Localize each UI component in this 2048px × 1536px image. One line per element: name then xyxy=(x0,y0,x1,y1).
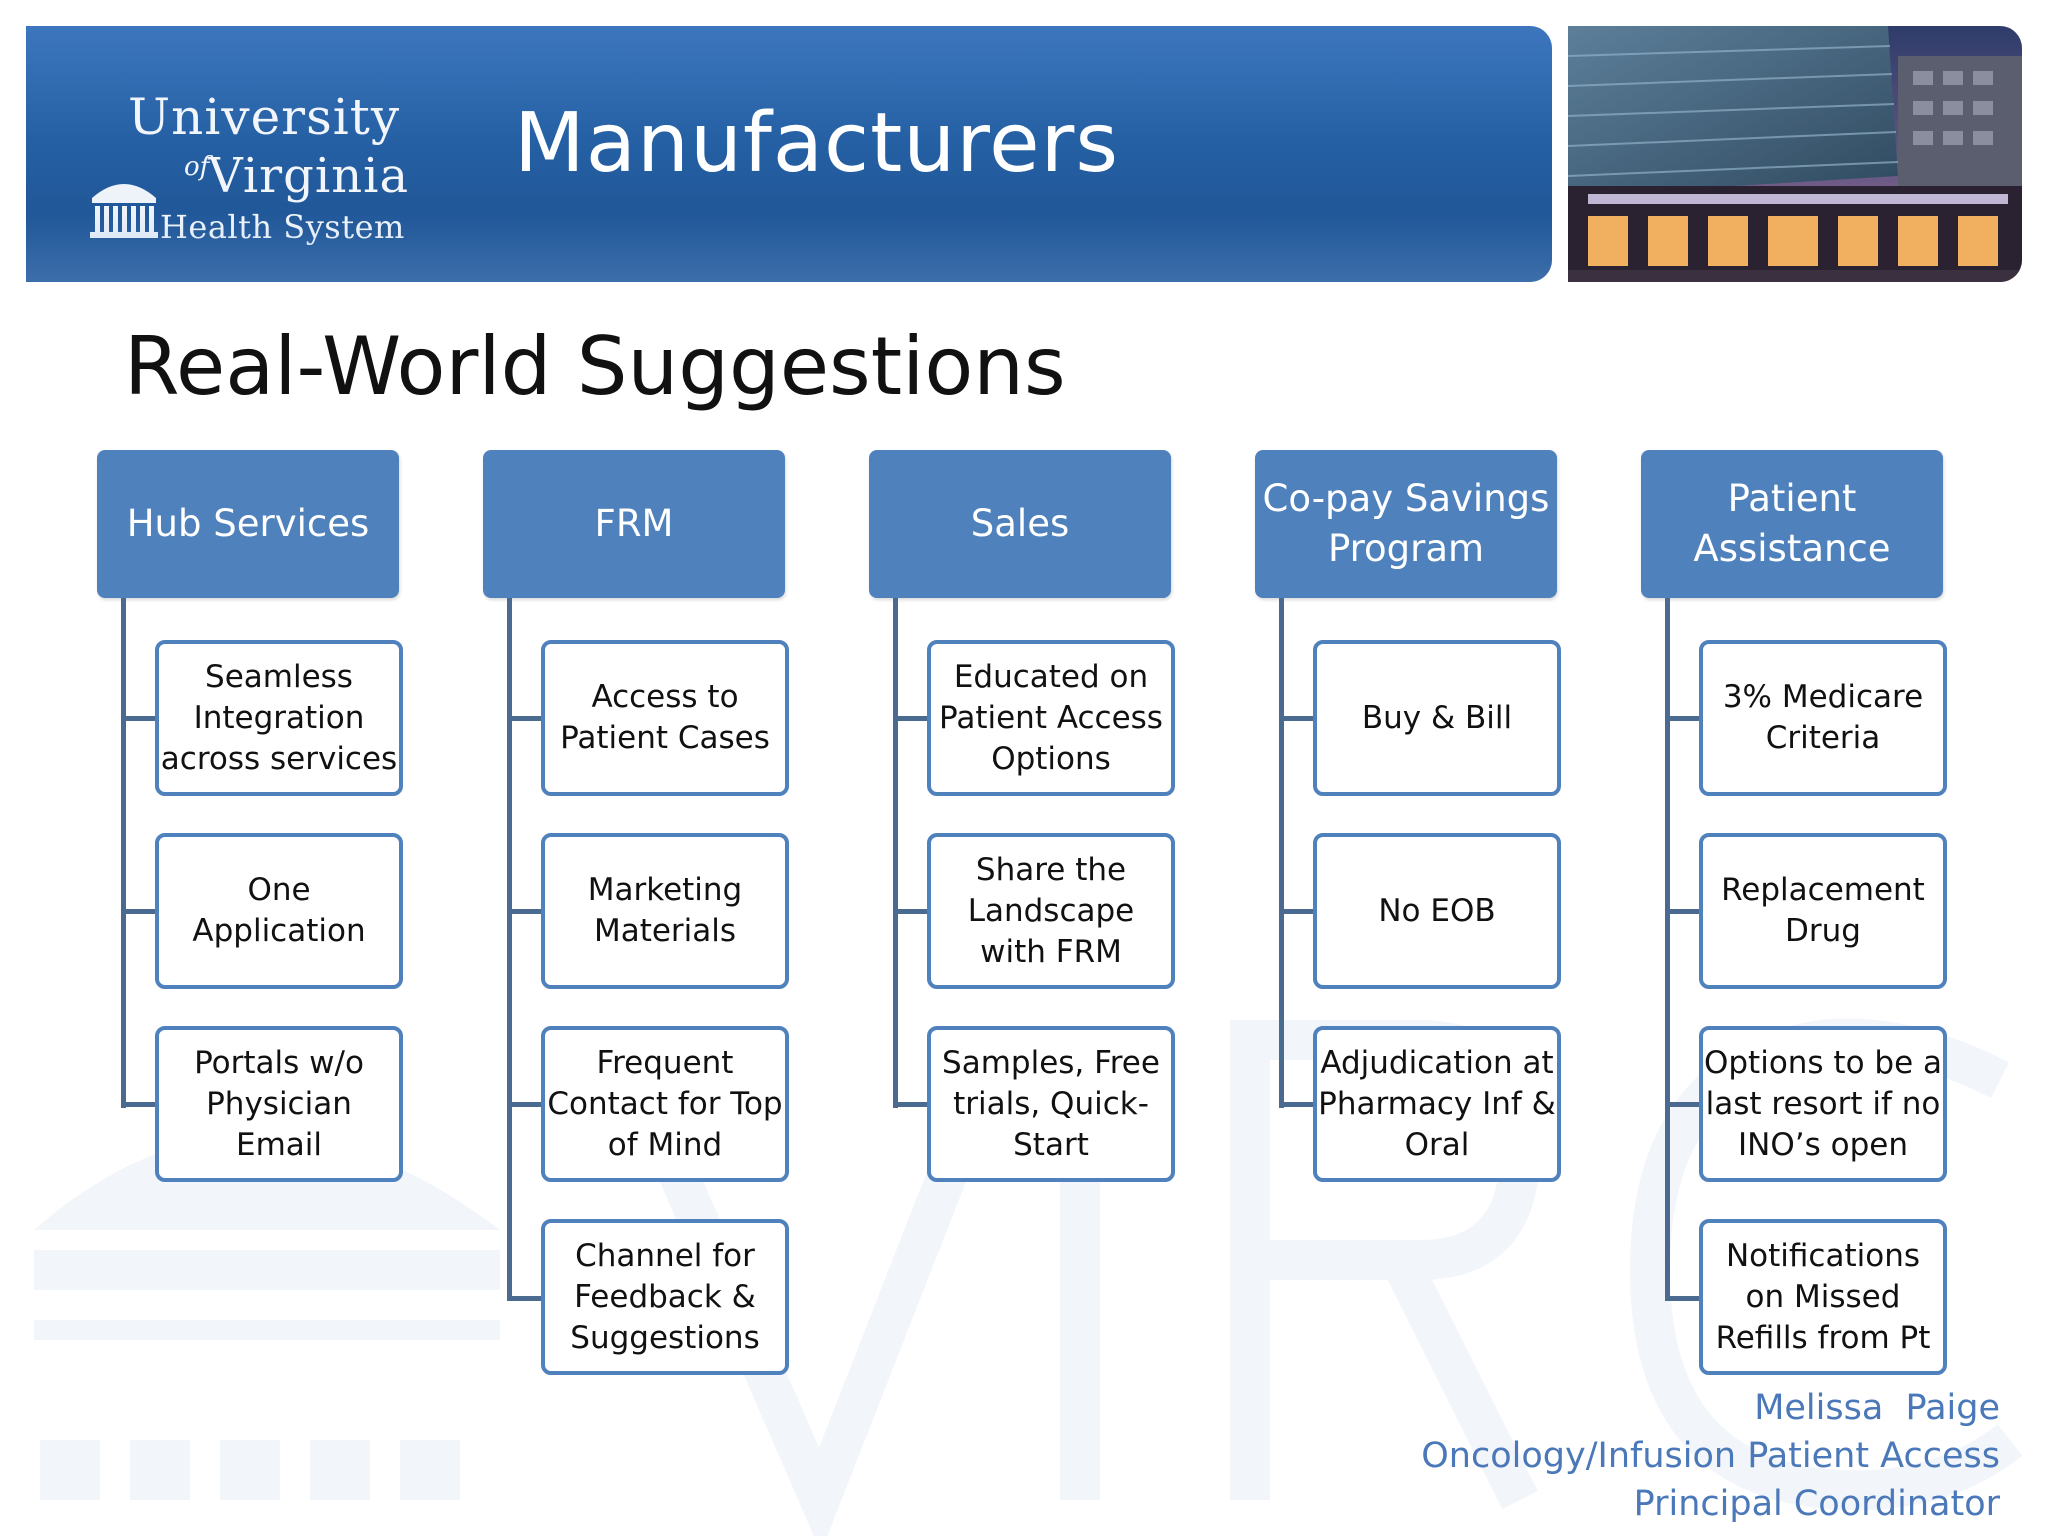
header-sales: Sales xyxy=(869,450,1171,598)
connector-branch xyxy=(121,909,155,914)
connector-branch xyxy=(893,1102,927,1107)
connector-branch xyxy=(1279,1102,1313,1107)
connector-branch xyxy=(893,716,927,721)
connector-branch xyxy=(893,909,927,914)
header-copay-savings: Co-pay Savings Program xyxy=(1255,450,1557,598)
connector-branch xyxy=(507,716,541,721)
node-seamless-integration: Seamless Integration across services xyxy=(155,640,403,796)
node-samples-free-trials: Samples, Free trials, Quick-Start xyxy=(927,1026,1175,1182)
node-marketing-materials: Marketing Materials xyxy=(541,833,789,989)
node-channel-feedback: Channel for Feedback & Suggestions xyxy=(541,1219,789,1375)
logo-line-university: University xyxy=(128,88,401,146)
node-share-landscape: Share the Landscape with FRM xyxy=(927,833,1175,989)
node-buy-and-bill: Buy & Bill xyxy=(1313,640,1561,796)
presenter-name: Melissa Paige xyxy=(1754,1388,2000,1428)
connector-branch xyxy=(1665,909,1699,914)
connector-branch xyxy=(1279,716,1313,721)
connector-branch xyxy=(1279,909,1313,914)
hospital-building-image xyxy=(1568,26,2022,282)
node-frequent-contact: Frequent Contact for Top of Mind xyxy=(541,1026,789,1182)
header-hub-services: Hub Services xyxy=(97,450,399,598)
node-access-patient-cases: Access to Patient Cases xyxy=(541,640,789,796)
connector-branch xyxy=(1665,1102,1699,1107)
node-portals-without-email: Portals w/o Physician Email xyxy=(155,1026,403,1182)
connector-branch xyxy=(121,716,155,721)
connector-copay xyxy=(1279,598,1284,1108)
node-medicare-criteria: 3% Medicare Criteria xyxy=(1699,640,1947,796)
header-frm: FRM xyxy=(483,450,785,598)
hospital-photo xyxy=(1568,26,2022,282)
connector-branch xyxy=(121,1102,155,1107)
rotunda-icon xyxy=(90,184,158,238)
connector-hub-services xyxy=(121,598,126,1108)
node-no-eob: No EOB xyxy=(1313,833,1561,989)
presenter-role: Principal Coordinator xyxy=(1633,1484,2000,1524)
logo-of: of xyxy=(184,152,210,182)
node-one-application: One Application xyxy=(155,833,403,989)
header-banner: University of Virginia Health System Man… xyxy=(26,26,1552,282)
connector-frm xyxy=(507,598,512,1301)
presenter-department: Oncology/Infusion Patient Access xyxy=(1421,1436,2000,1476)
node-last-resort-options: Options to be a last resort if no INO’s … xyxy=(1699,1026,1947,1182)
connector-branch xyxy=(507,1102,541,1107)
connector-branch xyxy=(1665,1296,1699,1301)
node-educated-access-options: Educated on Patient Access Options xyxy=(927,640,1175,796)
connector-branch xyxy=(1665,716,1699,721)
connector-branch xyxy=(507,1296,541,1301)
logo-line-virginia: Virginia xyxy=(208,148,410,204)
presenter-credit: Melissa Paige Oncology/Infusion Patient … xyxy=(1421,1384,2000,1528)
logo-line-health-system: Health System xyxy=(160,208,405,246)
connector-patient-assistance xyxy=(1665,598,1670,1301)
connector-sales xyxy=(893,598,898,1108)
banner-title: Manufacturers xyxy=(514,96,1120,191)
uva-logo: University of Virginia Health System xyxy=(88,88,438,248)
header-patient-assistance: Patient Assistance xyxy=(1641,450,1943,598)
node-adjudication-pharmacy: Adjudication at Pharmacy Inf & Oral xyxy=(1313,1026,1561,1182)
slide-title: Real-World Suggestions xyxy=(124,320,1066,413)
node-missed-refill-notifications: Notifications on Missed Refills from Pt xyxy=(1699,1219,1947,1375)
connector-branch xyxy=(507,909,541,914)
node-replacement-drug: Replacement Drug xyxy=(1699,833,1947,989)
